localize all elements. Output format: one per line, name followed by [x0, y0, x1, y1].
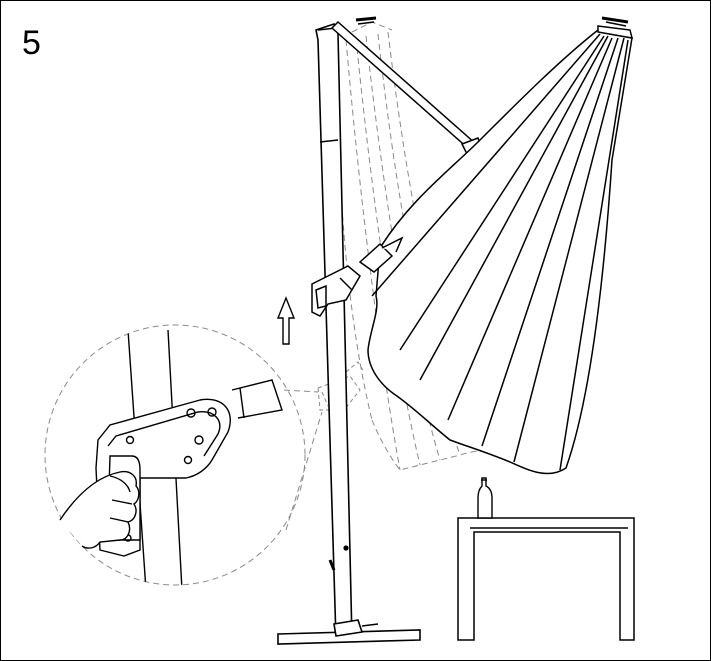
- tilt-handle: [311, 236, 404, 317]
- up-arrow-icon: [276, 296, 296, 345]
- hand-icon: [59, 470, 140, 549]
- umbrella-base: [277, 619, 421, 645]
- support-strut: [330, 16, 483, 157]
- bottle-icon: [477, 477, 493, 519]
- table: [457, 517, 635, 641]
- step-number: 5: [22, 24, 41, 62]
- zoom-callout: [44, 324, 323, 586]
- umbrella-pole: [315, 23, 353, 641]
- canopy: [367, 16, 634, 475]
